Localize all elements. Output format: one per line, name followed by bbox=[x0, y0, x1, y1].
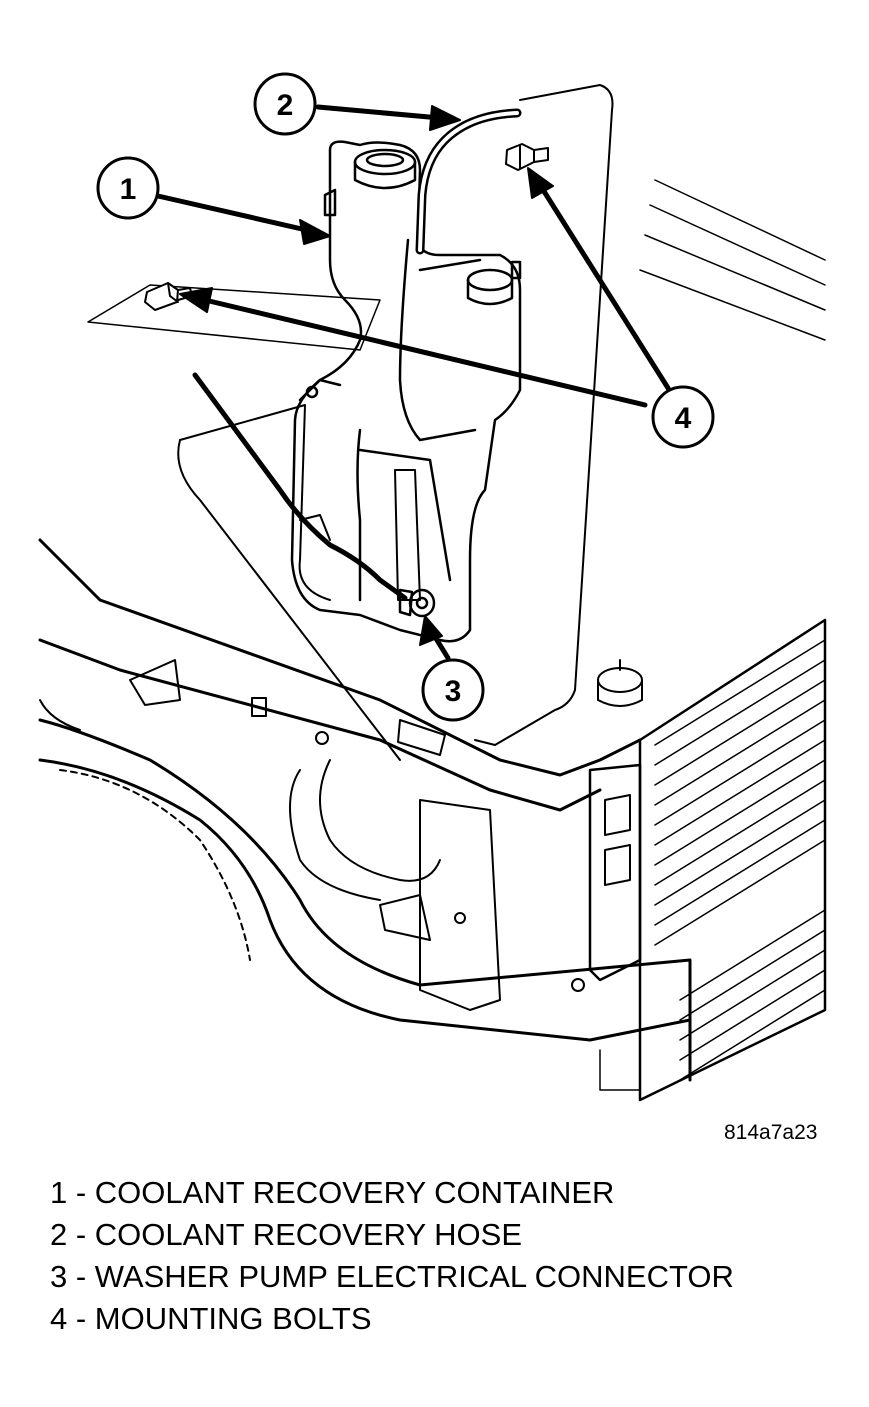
callout-leaders bbox=[155, 104, 671, 661]
callout-number-4: 4 bbox=[675, 402, 692, 435]
legend-item-1: 1 - COOLANT RECOVERY CONTAINER bbox=[50, 1175, 615, 1210]
callout-circle-1: 1 bbox=[96, 156, 160, 220]
mounting-bolts bbox=[144, 143, 549, 311]
hood-edge-lines bbox=[639, 179, 826, 341]
leader-4a bbox=[202, 297, 648, 408]
leader-3-arrowhead bbox=[419, 615, 443, 646]
callout-circle-4: 4 bbox=[651, 385, 715, 449]
legend-item-2: 2 - COOLANT RECOVERY HOSE bbox=[50, 1217, 523, 1252]
callout-circle-2: 2 bbox=[253, 72, 317, 136]
wiring-harness bbox=[192, 372, 408, 601]
leader-2 bbox=[315, 104, 443, 121]
coolant-recovery-hose bbox=[415, 108, 522, 255]
condenser-core bbox=[599, 618, 827, 1102]
component-illustration: 1 2 3 4 bbox=[38, 72, 827, 1102]
leader-1 bbox=[155, 193, 318, 235]
leader-4b-arrowhead bbox=[527, 167, 554, 199]
leader-1-arrowhead bbox=[299, 219, 331, 245]
callout-number-1: 1 bbox=[120, 173, 137, 206]
leader-4b bbox=[537, 182, 671, 391]
legend: 1 - COOLANT RECOVERY CONTAINER 2 - COOLA… bbox=[50, 1172, 734, 1340]
callout-number-3: 3 bbox=[445, 675, 462, 708]
callout-number-2: 2 bbox=[277, 89, 294, 122]
mounting-bolt-right bbox=[505, 143, 549, 171]
callout-circle-3: 3 bbox=[421, 658, 485, 722]
coolant-recovery-container bbox=[290, 140, 522, 643]
washer-pump-connector bbox=[398, 588, 436, 618]
legend-item-4: 4 - MOUNTING BOLTS bbox=[50, 1301, 372, 1336]
leader-2-arrowhead bbox=[429, 105, 461, 131]
radiator-support-structure bbox=[38, 84, 692, 1082]
leader-4a-arrowhead bbox=[179, 287, 213, 313]
figure-id: 814a7a23 bbox=[724, 1121, 818, 1144]
legend-item-3: 3 - WASHER PUMP ELECTRICAL CONNECTOR bbox=[50, 1259, 734, 1294]
